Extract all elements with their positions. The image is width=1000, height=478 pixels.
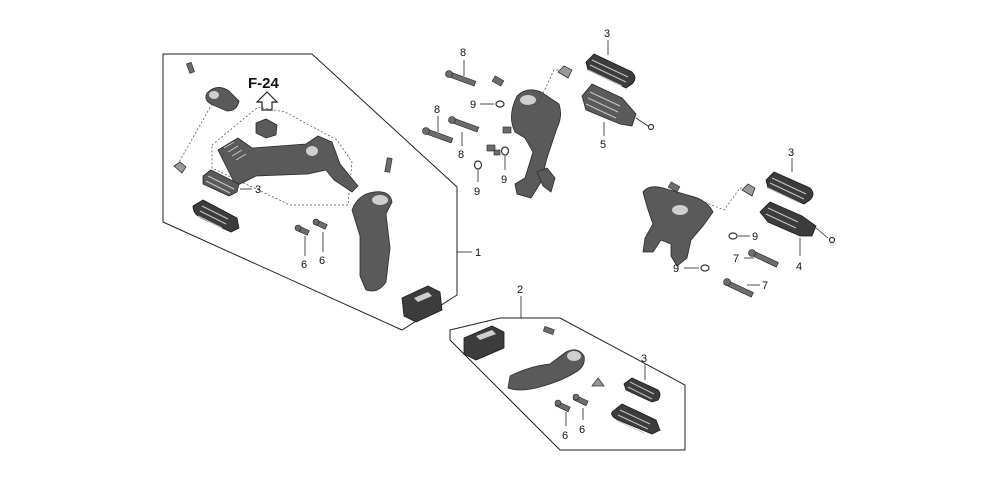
pedal-arm xyxy=(217,135,359,193)
callout-9c: 9 xyxy=(501,174,507,186)
bolt-8b xyxy=(422,127,454,144)
callout-3a: 3 xyxy=(255,184,261,196)
lower-arm xyxy=(507,349,585,391)
bolt-6a xyxy=(294,224,310,236)
sleeve-part xyxy=(255,118,278,139)
callout-6d: 6 xyxy=(579,424,585,436)
bolt-7b xyxy=(723,278,754,298)
assembly-2-group: 2 6 6 xyxy=(449,284,686,451)
callout-1: 1 xyxy=(475,247,481,259)
washer-9e xyxy=(700,264,710,272)
washer-9b xyxy=(473,160,483,170)
washer-9d xyxy=(728,232,738,240)
callout-7a: 7 xyxy=(733,253,739,265)
footpeg-rubber-c xyxy=(765,171,814,205)
callout-8c: 8 xyxy=(458,149,464,161)
clip-right xyxy=(741,183,756,197)
footpeg-5 xyxy=(581,83,655,131)
footpeg-a xyxy=(192,199,240,233)
callout-9d: 9 xyxy=(752,231,758,243)
reference-up-arrow xyxy=(255,91,279,111)
bolt-top-left xyxy=(186,61,195,74)
bolt-6c xyxy=(554,399,571,413)
reference-label: F-24 xyxy=(248,75,280,92)
callout-2: 2 xyxy=(517,284,523,296)
main-bracket-left xyxy=(351,191,393,292)
callout-9a: 9 xyxy=(470,99,476,111)
center-bracket xyxy=(511,89,561,199)
footpeg-lower xyxy=(611,403,661,435)
clip-lower xyxy=(591,377,605,387)
callout-9e: 9 xyxy=(673,263,679,275)
bolt-right-top xyxy=(667,181,681,193)
footpeg-rubber-d xyxy=(623,377,661,403)
center-group: 8 8 8 9 9 9 xyxy=(422,28,655,199)
damper-block-lower xyxy=(463,325,505,361)
bolt-small-center-a xyxy=(502,126,512,134)
assembly-2-outline xyxy=(449,317,686,451)
pedal-subassembly-outline xyxy=(211,106,353,206)
bolt-top-center xyxy=(491,75,505,87)
callout-6b: 6 xyxy=(319,255,325,267)
callout-3b: 3 xyxy=(604,28,610,40)
callout-3c: 3 xyxy=(788,147,794,159)
bolt-small-center-b xyxy=(486,144,501,156)
clip-left xyxy=(173,161,187,174)
callout-4: 4 xyxy=(796,261,802,273)
damper-block-left xyxy=(401,285,443,323)
bolt-6d xyxy=(572,393,589,407)
callout-6a: 6 xyxy=(301,259,307,271)
bolt-8c xyxy=(448,116,480,133)
callout-5: 5 xyxy=(600,139,606,151)
washer-9a xyxy=(495,100,505,108)
pivot-part xyxy=(173,87,240,174)
bolt-6b xyxy=(312,218,328,230)
bolt-bracket-top xyxy=(384,157,393,173)
callout-3d: 3 xyxy=(641,353,647,365)
clip-center xyxy=(557,65,573,79)
callout-7b: 7 xyxy=(762,280,768,292)
assembly-1-outline xyxy=(162,53,458,331)
footpeg-rubber-b xyxy=(585,53,636,89)
bolt-lower-small xyxy=(542,326,555,335)
footpeg-rubber-a xyxy=(202,169,240,197)
right-bracket xyxy=(642,186,714,267)
callout-6c: 6 xyxy=(562,430,568,442)
footpeg-4 xyxy=(759,201,836,244)
callout-8b: 8 xyxy=(434,104,440,116)
callout-9b: 9 xyxy=(474,186,480,198)
bolt-7a xyxy=(748,249,779,268)
bolt-8a xyxy=(445,70,477,87)
pin-line-center xyxy=(521,69,565,107)
right-group: 3 4 9 9 7 xyxy=(642,147,836,298)
assembly-1-group: F-24 3 xyxy=(162,53,481,331)
washer-9c xyxy=(500,146,510,156)
callout-8a: 8 xyxy=(460,47,466,59)
